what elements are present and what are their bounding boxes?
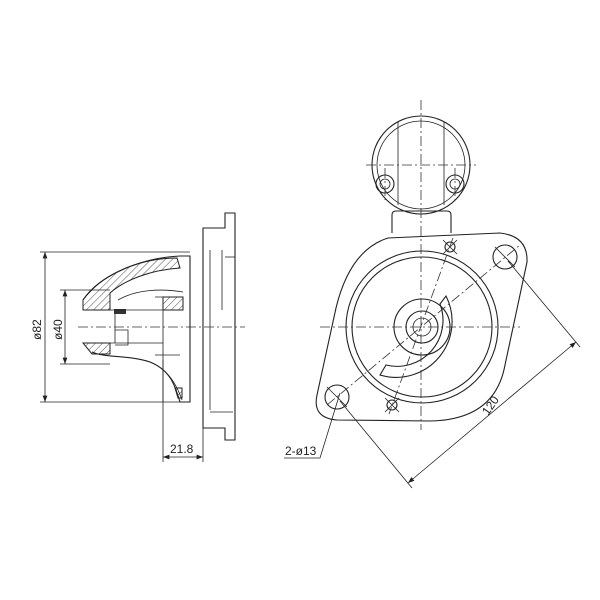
inner-contour <box>117 289 184 301</box>
extension-line <box>507 260 581 348</box>
mounting-hole-centerline <box>326 244 521 406</box>
label-outer-diameter: ø82 <box>30 319 44 340</box>
label-hole-spacing: 120 <box>479 393 502 418</box>
housing-section-top <box>82 257 181 311</box>
bolt-hole-top <box>444 241 456 253</box>
front-view: 120 2-ø13 <box>284 100 581 489</box>
mounting-hole-left <box>324 384 350 410</box>
boss-body-lines <box>397 122 445 205</box>
bolt-hole-bottom <box>386 399 398 411</box>
bushing-section <box>162 296 184 311</box>
dimension-line-hole-spacing <box>407 341 577 484</box>
label-inner-diameter: ø40 <box>51 319 65 340</box>
mounting-hole-right <box>492 244 518 270</box>
lower-contour <box>149 361 183 401</box>
housing-section-bottom <box>81 342 111 355</box>
housing-ring-outer <box>345 250 499 404</box>
side-view: ø82 ø40 21.8 <box>30 212 245 462</box>
pinion-arc <box>379 294 453 378</box>
seal <box>114 309 126 314</box>
pinion-lines <box>155 296 183 402</box>
bore-lines <box>110 309 163 346</box>
bolt-hole-centerline <box>388 237 454 415</box>
label-depth: 21.8 <box>170 442 194 456</box>
boss-neck <box>391 210 452 233</box>
mounting-flange <box>202 212 236 441</box>
label-holes: 2-ø13 <box>285 444 317 458</box>
leader-line-holes <box>284 392 341 459</box>
extension-line <box>339 400 413 489</box>
